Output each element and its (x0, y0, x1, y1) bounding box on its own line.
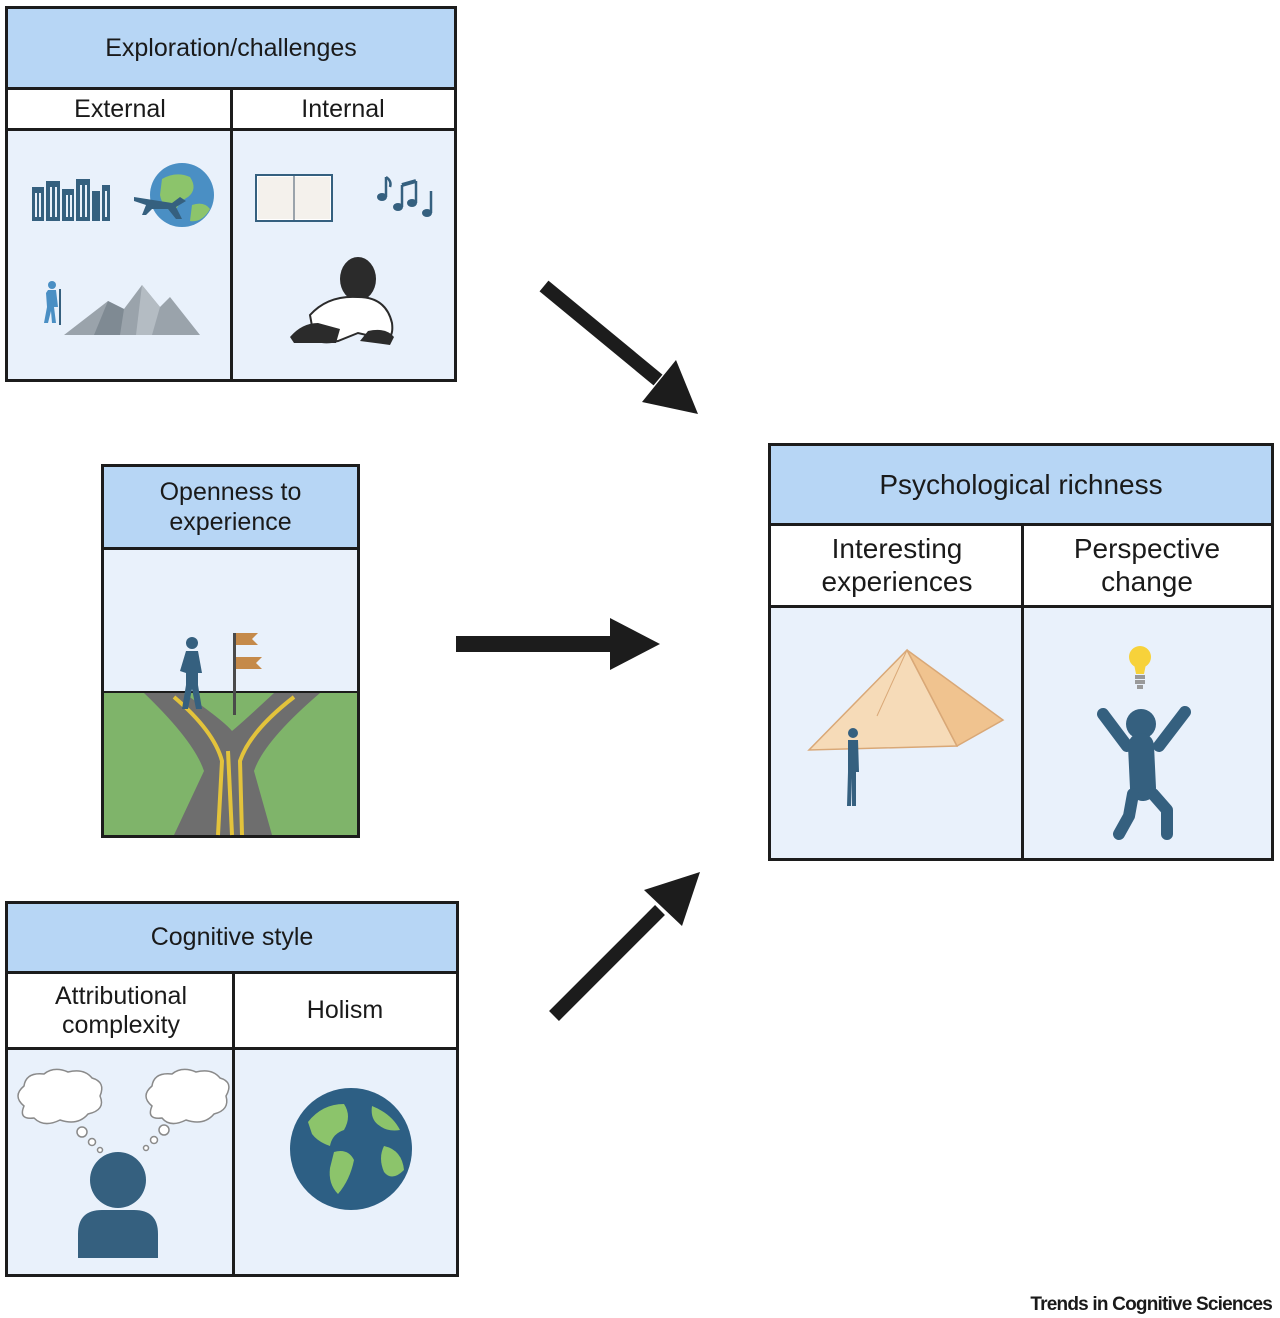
forking-road-icon (104, 691, 357, 836)
openness-title-line1: Openness to (159, 478, 302, 506)
person-at-crossroads-icon (180, 637, 202, 709)
perspective-change-label: Perspective change (1023, 526, 1271, 608)
interesting-line1: Interesting (831, 533, 963, 565)
richness-title: Psychological richness (771, 446, 1271, 526)
globe-with-plane-icon (134, 163, 214, 227)
arrow-cognitive-to-richness (549, 872, 700, 1021)
person-bust-icon (78, 1152, 158, 1258)
exploration-internal-label: Internal (232, 90, 454, 131)
exploration-external-label: External (8, 90, 232, 131)
attributional-line2: complexity (61, 1010, 181, 1039)
interesting-line2: experiences (821, 565, 973, 597)
earth-globe-icon (290, 1088, 412, 1210)
journal-credit: Trends in Cognitive Sciences (1030, 1294, 1272, 1315)
openness-box: Openness to experience (101, 464, 360, 838)
hiker-mountain-icon (44, 281, 200, 335)
lightbulb-icon (1129, 646, 1151, 689)
richness-divider (1021, 526, 1024, 858)
exploration-divider (230, 90, 233, 379)
exploration-title: Exploration/challenges (8, 9, 454, 90)
open-book-icon (255, 174, 333, 222)
openness-title-line2: experience (169, 508, 292, 536)
thought-bubbles-icon (17, 1068, 230, 1154)
small-person-icon (847, 728, 859, 806)
cognitive-title: Cognitive style (8, 904, 456, 974)
attributional-line1: Attributional (54, 981, 188, 1010)
city-skyline-icon (32, 179, 110, 221)
attributional-complexity-label: Attributional complexity (8, 974, 234, 1050)
exploration-box: Exploration/challenges External Internal (5, 6, 457, 382)
person-writing-icon (290, 257, 394, 345)
pyramid-icon (807, 648, 1005, 751)
signpost-icon (233, 633, 262, 715)
cognitive-divider (232, 974, 235, 1274)
arrow-openness-to-richness (456, 618, 660, 670)
holism-label: Holism (234, 974, 456, 1050)
arrow-exploration-to-richness (539, 280, 698, 414)
perspective-line2: change (1101, 565, 1193, 597)
openness-title: Openness to experience (104, 467, 357, 550)
jumping-person-icon (1097, 706, 1191, 840)
music-notes-icon (377, 175, 433, 217)
perspective-line1: Perspective (1073, 533, 1221, 565)
interesting-experiences-label: Interesting experiences (771, 526, 1023, 608)
richness-box: Psychological richness Interesting exper… (768, 443, 1274, 861)
cognitive-box: Cognitive style Attributional complexity… (5, 901, 459, 1277)
